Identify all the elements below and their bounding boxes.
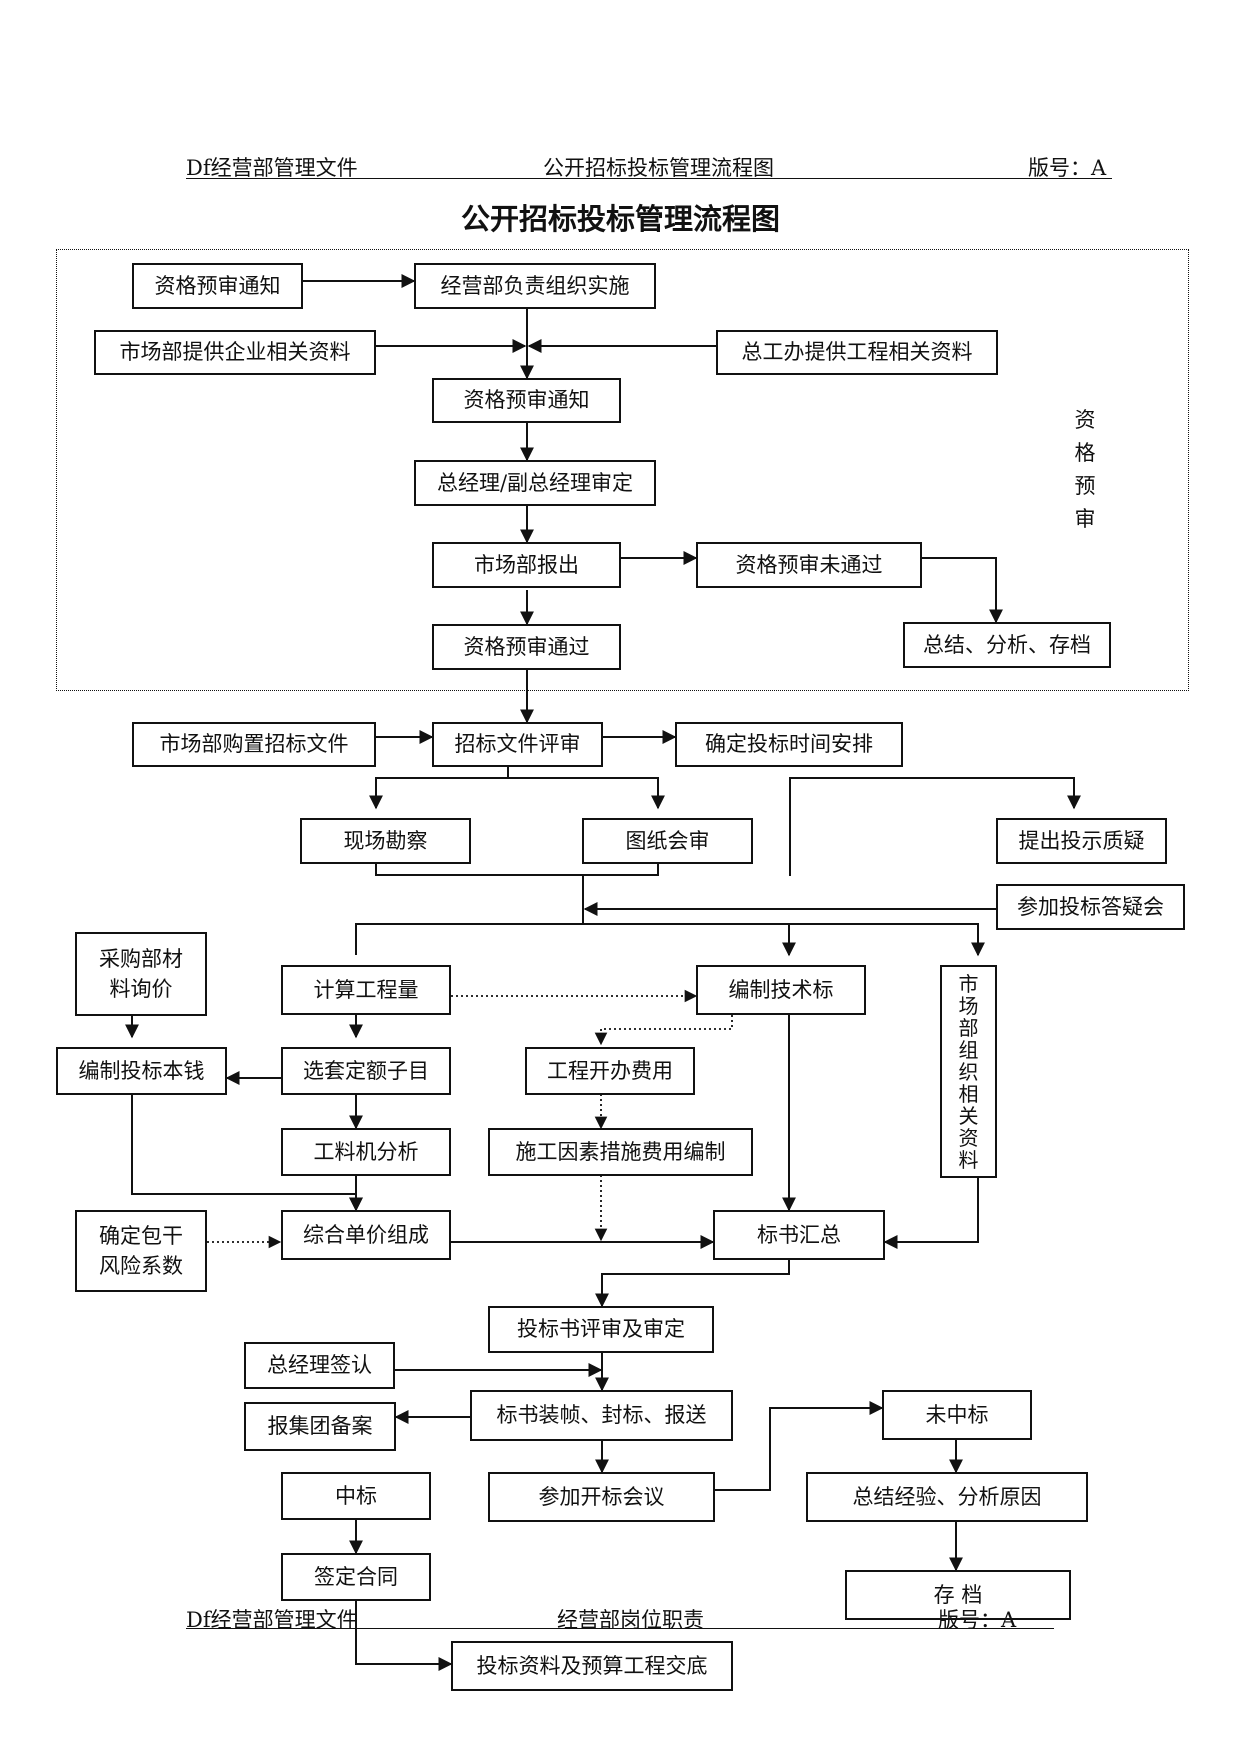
prequalification-label: 资 格 预 审 xyxy=(1070,404,1100,536)
box-line: 采购部材 xyxy=(99,946,183,971)
box-bid-evaluation: 投标书评审及审定 xyxy=(488,1306,714,1353)
header-center: 公开招标投标管理流程图 xyxy=(543,156,774,180)
box-calc-quantities: 计算工程量 xyxy=(281,965,451,1015)
box-technical-bid: 编制技术标 xyxy=(696,965,866,1015)
box-market-company-info: 市场部提供企业相关资料 xyxy=(94,330,376,375)
box-prequal-notice-top: 资格预审通知 xyxy=(132,263,303,309)
box-sign-contract: 签定合同 xyxy=(281,1553,431,1601)
box-select-quota: 选套定额子目 xyxy=(281,1047,451,1095)
header-right: 版号：A xyxy=(1028,156,1107,180)
vchar: 组 xyxy=(958,1037,979,1062)
box-summary-archive: 总结、分析、存档 xyxy=(903,622,1111,668)
vchar: 织 xyxy=(958,1059,979,1084)
vchar: 料 xyxy=(958,1147,979,1172)
box-bid-schedule: 确定投标时间安排 xyxy=(675,722,903,767)
vchar: 市 xyxy=(958,971,979,996)
box-line: 风险系数 xyxy=(99,1254,183,1278)
box-line: 确定包干 xyxy=(99,1223,183,1248)
label-char: 资 xyxy=(1074,408,1096,432)
box-bind-seal-submit: 标书装帧、封标、报送 xyxy=(470,1390,733,1441)
box-gm-approval: 总经理/副总经理审定 xyxy=(414,460,656,506)
box-not-won: 未中标 xyxy=(882,1390,1032,1440)
prequalification-frame xyxy=(56,249,1189,691)
box-ops-organize: 经营部负责组织实施 xyxy=(414,263,656,309)
box-market-organize-info: 市 场 部 组 织 相 关 资 料 xyxy=(940,965,997,1178)
document-title: 公开招标投标管理流程图 xyxy=(460,202,780,236)
box-risk-factor: 确定包干 风险系数 xyxy=(75,1210,207,1292)
box-gm-sign: 总经理签认 xyxy=(244,1342,395,1389)
box-chief-engineer-info: 总工办提供工程相关资料 xyxy=(716,330,998,375)
vchar: 场 xyxy=(958,993,979,1018)
box-won: 中标 xyxy=(281,1472,431,1520)
footer-left: Df经营部管理文件 xyxy=(186,1608,358,1632)
vchar: 部 xyxy=(958,1015,979,1040)
box-measures-cost: 施工因素措施费用编制 xyxy=(488,1128,753,1176)
footer-rule xyxy=(186,1628,1054,1629)
footer-center: 经营部岗位职责 xyxy=(557,1608,704,1632)
box-prequal-not-passed: 资格预审未通过 xyxy=(696,542,922,588)
box-startup-cost: 工程开办费用 xyxy=(525,1047,695,1095)
box-raise-queries: 提出投示质疑 xyxy=(996,818,1167,864)
box-procurement-pricing: 采购部材 料询价 xyxy=(75,932,207,1016)
box-unit-price: 综合单价组成 xyxy=(281,1210,451,1260)
box-prequal-passed: 资格预审通过 xyxy=(432,624,621,670)
vchar: 资 xyxy=(958,1125,979,1150)
vchar: 相 xyxy=(958,1081,979,1106)
vchar: 关 xyxy=(958,1103,979,1128)
box-handover: 投标资料及预算工程交底 xyxy=(451,1641,733,1691)
box-line: 料询价 xyxy=(109,977,173,1001)
box-prequal-notice-mid: 资格预审通知 xyxy=(432,378,621,423)
label-char: 审 xyxy=(1074,507,1096,531)
box-bid-opening: 参加开标会议 xyxy=(488,1472,715,1522)
header-left: Df经营部管理文件 xyxy=(186,156,358,180)
box-qa-meeting: 参加投标答疑会 xyxy=(996,884,1185,930)
box-site-survey: 现场勘察 xyxy=(300,818,471,864)
box-market-submit: 市场部报出 xyxy=(432,542,621,588)
box-archive: 存 档 xyxy=(845,1570,1071,1620)
box-buy-bid-docs: 市场部购置招标文件 xyxy=(132,722,376,767)
label-char: 预 xyxy=(1074,474,1096,498)
box-bid-cost: 编制投标本钱 xyxy=(56,1047,227,1095)
box-lessons-learned: 总结经验、分析原因 xyxy=(806,1472,1088,1522)
box-drawing-review: 图纸会审 xyxy=(582,818,753,864)
box-bid-summary: 标书汇总 xyxy=(713,1210,885,1260)
header-rule xyxy=(186,178,1112,179)
footer-right: 版号：A xyxy=(938,1608,1017,1632)
label-char: 格 xyxy=(1074,441,1096,465)
box-bid-doc-review: 招标文件评审 xyxy=(432,722,603,767)
box-labor-material-analysis: 工料机分析 xyxy=(281,1128,451,1176)
box-group-filing: 报集团备案 xyxy=(244,1402,396,1451)
